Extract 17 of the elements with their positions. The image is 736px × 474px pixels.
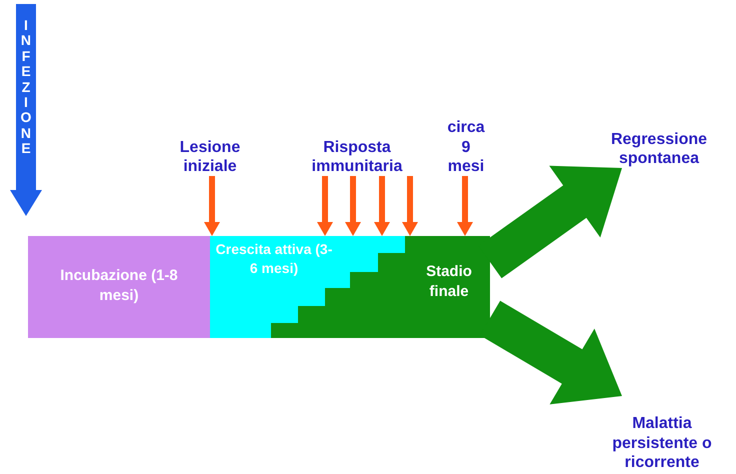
vertical-label: INFEZIONE: [20, 18, 32, 157]
infection-arrow: [10, 4, 42, 216]
arrow: [402, 176, 418, 236]
arrow: [374, 176, 390, 236]
arrow: [457, 176, 473, 236]
stage-label-text: Risposta immunitaria: [310, 138, 404, 176]
stage-label-text: Lesione iniziale: [178, 138, 242, 176]
phase-box: [28, 236, 210, 338]
arrow: [345, 176, 361, 236]
stage-label-text: Regressione spontanea: [610, 130, 708, 168]
arrow: [204, 176, 220, 236]
phase-label: Stadio finale: [425, 262, 473, 301]
phase-label: Incubazione (1-8 mesi): [59, 266, 179, 305]
stage-label-text: circa 9 mesi: [446, 118, 486, 176]
phase-label: Crescita attiva (3-6 mesi): [214, 240, 334, 278]
stage-label-text: Malattia persistente o ricorrente: [611, 414, 713, 472]
arrow: [317, 176, 333, 236]
